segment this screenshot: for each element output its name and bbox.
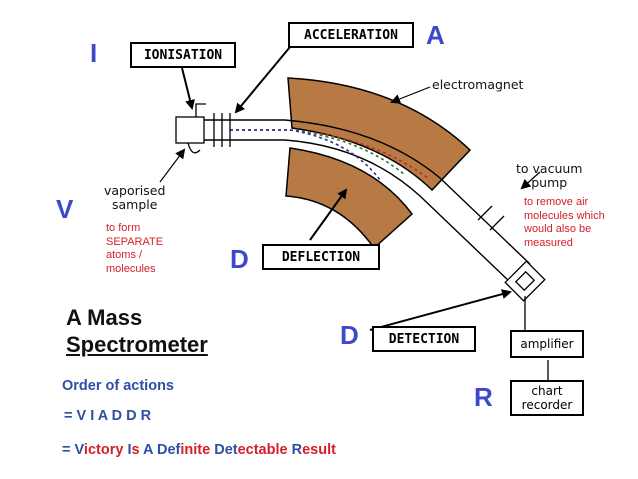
vaporised-sample-label: vaporised sample [104, 184, 165, 212]
deflection-box: DEFLECTION [262, 244, 380, 270]
electromagnet-label: electromagnet [432, 77, 524, 92]
mnemonic-prefix: = [62, 442, 75, 458]
letter-v: V [56, 194, 74, 224]
note-line: molecules [106, 262, 156, 275]
vaporised-line2: sample [111, 197, 158, 212]
letter-a: A [426, 20, 445, 50]
mnemonic-part: Def [157, 442, 181, 458]
electromagnet-lower-shape [285, 147, 414, 250]
detection-box: DETECTION [372, 326, 476, 352]
amplifier-box: amplifier [510, 330, 584, 358]
ionisation-box: IONISATION [130, 42, 236, 68]
note-line: molecules which [524, 209, 605, 222]
note-line: to remove air [524, 196, 589, 208]
detection-arrow [369, 289, 512, 331]
flight-tube-upper-wall [180, 119, 531, 265]
vacuum-arrow [520, 171, 541, 190]
acceleration-arrow [234, 46, 291, 114]
detector [504, 260, 549, 380]
mnemonic-part: esult [302, 442, 336, 458]
mnemonic-part: Det [214, 442, 238, 458]
electromagnet-arrow [390, 86, 431, 104]
vacuum-outlet [477, 205, 505, 231]
note-line: to form [106, 222, 141, 234]
mnemonic: = Victory Is A Definite Detectable Resul… [62, 442, 336, 458]
letter-r: R [474, 382, 493, 412]
ionisation-arrow [181, 67, 195, 110]
mnemonic-part: R [291, 442, 303, 458]
chart-recorder-line1: chart [531, 384, 563, 398]
note-line: measured [524, 236, 573, 249]
mnemonic-part: I [127, 442, 132, 458]
vacuum-line1: to vacuum [516, 161, 583, 176]
letter-d-deflection: D [230, 244, 249, 274]
mnemonic-part: ictory [83, 442, 128, 458]
slide-title: A Mass Spectrometer [66, 304, 208, 358]
order-sequence: = V I A D D R [64, 408, 152, 424]
chart-recorder-box: chart recorder [510, 380, 584, 416]
letter-i: I [90, 38, 98, 68]
mnemonic-part: V [74, 442, 84, 458]
vacuum-line2: pump [531, 175, 568, 190]
remove-air-note: to remove air molecules which would also… [524, 196, 605, 250]
flight-tube-lower-wall [180, 139, 511, 283]
vaporised-arrow [159, 148, 186, 183]
ion-beam-blue [230, 129, 381, 181]
mnemonic-part: A [143, 442, 157, 458]
note-line: would also be [524, 223, 592, 235]
title-line2: Spectrometer [66, 332, 208, 357]
title-line1: A Mass [66, 305, 143, 330]
chart-recorder-line2: recorder [521, 398, 573, 412]
acceleration-box: ACCELERATION [288, 22, 414, 48]
note-line: atoms / [106, 249, 143, 261]
ionisation-chamber [175, 103, 231, 154]
ion-beam-green [230, 129, 406, 176]
mnemonic-part: ectable [237, 442, 292, 458]
vacuum-pump-label: to vacuum pump [516, 162, 582, 190]
deflection-arrow [309, 188, 348, 241]
mnemonic-part: inite [180, 442, 215, 458]
form-atoms-note: to form SEPARATE atoms / molecules [106, 222, 163, 276]
mnemonic-part: s [131, 442, 144, 458]
note-line: SEPARATE [106, 235, 164, 248]
order-heading: Order of actions [62, 378, 174, 394]
letter-d-detection: D [340, 320, 359, 350]
vaporised-line1: vaporised [104, 183, 166, 198]
